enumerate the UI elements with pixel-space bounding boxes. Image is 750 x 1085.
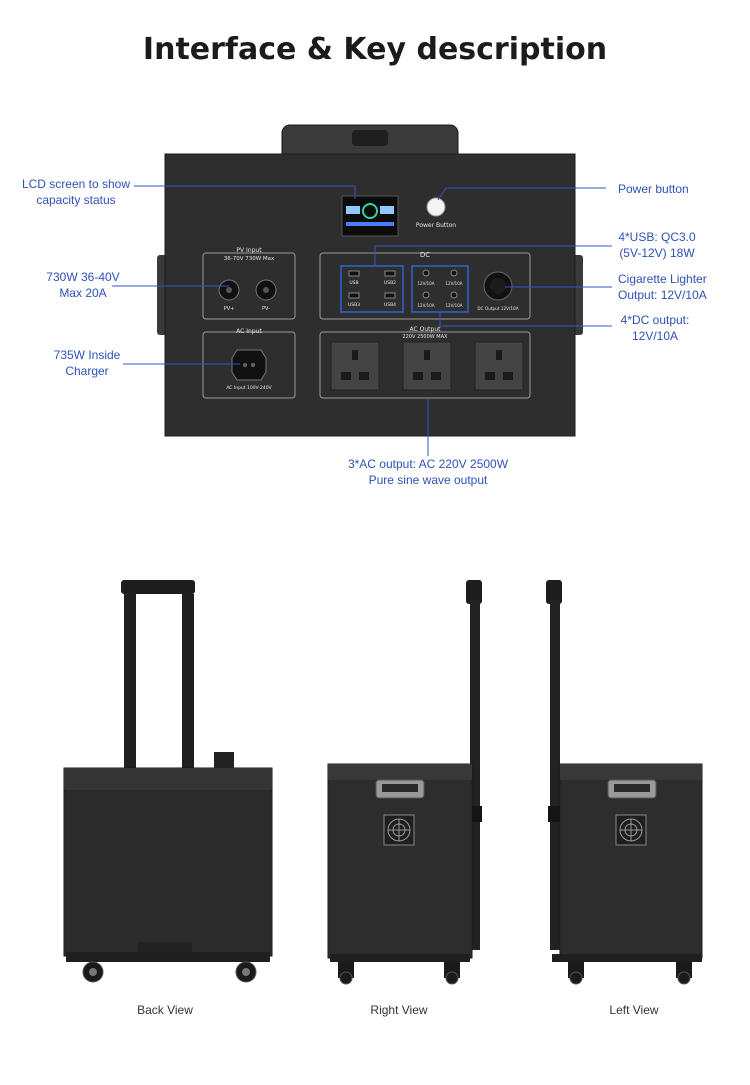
right-view-device xyxy=(327,580,482,985)
dc-label-1: 12V/10A xyxy=(418,281,435,286)
dc-label-3: 12V/10A xyxy=(418,303,435,308)
ac-input-spec: AC Input 100V-240V xyxy=(226,385,272,391)
callout-cigarette-lighter: Cigarette Lighter Output: 12V/10A xyxy=(618,271,707,303)
pv-minus-label: PV- xyxy=(262,306,270,312)
dc-output-label: DC Output 12V/10A xyxy=(477,306,518,311)
dc-label-4: 12V/10A xyxy=(446,303,463,308)
callout-cig-line2: Output: 12V/10A xyxy=(618,288,707,302)
pv-input-title: PV Input xyxy=(236,247,262,254)
dc-label-2: 12V/10A xyxy=(446,281,463,286)
callout-lcd: LCD screen to show capacity status xyxy=(14,176,138,208)
callout-lcd-line1: LCD screen to show xyxy=(21,177,131,191)
usb-group-highlight xyxy=(340,265,404,313)
callout-usb-line2: (5V-12V) 18W xyxy=(619,246,695,260)
lcd-screen xyxy=(341,195,399,237)
callout-usb-line1: 4*USB: QC3.0 xyxy=(618,230,696,244)
usb-label-1: USB xyxy=(349,280,358,286)
left-view-device xyxy=(546,580,703,985)
callout-dc-output: 4*DC output: 12V/10A xyxy=(610,312,700,344)
pv-input-spec: 36-70V 730W Max xyxy=(224,256,275,262)
ac-output-spec: 220V 2500W MAX xyxy=(403,334,449,340)
usb-label-3: USB3 xyxy=(348,302,360,308)
usb-label-2: USB2 xyxy=(384,280,396,286)
callout-pv-line2: Max 20A xyxy=(59,286,107,300)
callout-lines xyxy=(112,185,612,456)
right-view-caption: Right View xyxy=(370,1003,428,1017)
back-view-device xyxy=(63,580,273,983)
callout-ac-output: 3*AC output: AC 220V 2500W Pure sine wav… xyxy=(328,456,528,488)
power-button-shape xyxy=(426,197,446,217)
callout-charger: 735W Inside Charger xyxy=(42,347,132,379)
ac-input-socket xyxy=(231,349,267,381)
callout-dc-line1: 4*DC output: xyxy=(620,313,690,327)
front-panel-device: Power Button PV Input 36-70V 730W Max PV… xyxy=(157,124,583,437)
usb-label-4: USB4 xyxy=(384,302,396,308)
ac-sockets xyxy=(330,341,524,391)
callout-pv-input: 730W 36-40V Max 20A xyxy=(38,269,128,301)
callout-lcd-line2: capacity status xyxy=(36,193,116,207)
pv-plus-label: PV+ xyxy=(224,306,235,312)
page-title: Interface & Key description xyxy=(142,32,608,67)
callout-cig-line1: Cigarette Lighter xyxy=(618,272,707,286)
callout-ac-line2: Pure sine wave output xyxy=(368,473,488,487)
ac-input-title: AC Input xyxy=(236,328,262,335)
back-view-caption: Back View xyxy=(137,1003,193,1017)
callout-pv-line1: 730W 36-40V xyxy=(46,270,120,284)
ac-output-title: AC Output xyxy=(410,326,442,333)
callout-power-line1: Power button xyxy=(618,182,689,196)
dc-title: DC xyxy=(420,251,430,259)
callout-usb: 4*USB: QC3.0 (5V-12V) 18W xyxy=(612,229,702,261)
callout-power-button: Power button xyxy=(618,181,689,197)
left-view-caption: Left View xyxy=(609,1003,659,1017)
callout-charger-line2: Charger xyxy=(65,364,109,378)
callout-dc-line2: 12V/10A xyxy=(631,329,679,343)
callout-charger-line1: 735W Inside xyxy=(53,348,121,362)
power-button-label: Power Button xyxy=(416,222,456,229)
callout-ac-line1: 3*AC output: AC 220V 2500W xyxy=(347,457,509,471)
